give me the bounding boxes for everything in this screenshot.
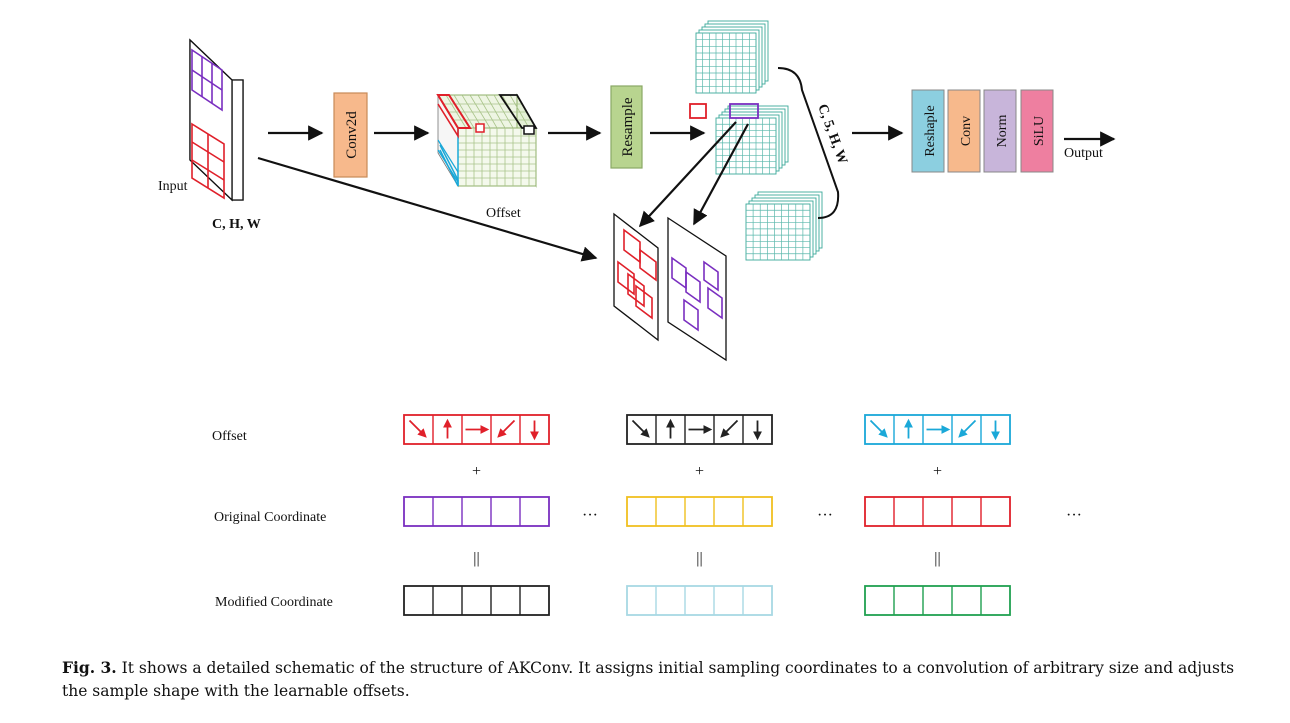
offset-vector (403, 414, 550, 445)
offset-arrow (958, 419, 977, 438)
plus-sign: + (695, 463, 704, 480)
resample-block: Resample (610, 85, 643, 169)
original-coordinate-vector (403, 496, 550, 527)
output-block-reshaple: Reshaple (911, 89, 945, 173)
table-group: + || (403, 414, 550, 616)
stack-middle (689, 103, 789, 175)
arrow-stack-to-purple-sheet (693, 123, 749, 226)
conv2d-label: Conv2d (344, 111, 360, 159)
output-block-label: SiLU (1032, 116, 1047, 146)
arrow-input-to-sampling (257, 156, 598, 262)
purple-kernel-marker (729, 103, 759, 119)
stack-dims-label: C, 5, H, W (814, 102, 850, 166)
offset-arrow (408, 419, 427, 438)
input-purple-kernel (191, 48, 223, 112)
red-kernel-marker (689, 103, 707, 119)
modified-coordinate-vector (403, 585, 550, 616)
caption-prefix: Fig. 3. (62, 658, 117, 677)
resample-label: Resample (620, 97, 636, 156)
offset-arrow (631, 419, 650, 438)
output-block-conv: Conv (947, 89, 981, 173)
modified-coordinate-vector (626, 585, 773, 616)
original-coordinate-vector (626, 496, 773, 527)
equals-sign: || (934, 550, 940, 567)
output-block-label: Norm (995, 115, 1010, 148)
ellipsis: ··· (817, 507, 833, 524)
stack-top (695, 20, 769, 94)
plus-sign: + (472, 463, 481, 480)
input-label: Input (158, 179, 188, 194)
conv2d-block: Conv2d (333, 92, 368, 178)
sampled-sheet-purple (667, 216, 727, 362)
output-block-label: Conv (959, 116, 974, 146)
plus-sign: + (933, 463, 942, 480)
offset-arrow (869, 419, 888, 438)
sampled-sheet-red (613, 212, 659, 342)
resampled-feature-stack (689, 20, 823, 261)
modified-coordinate-vector (864, 585, 1011, 616)
input-feature-map (189, 38, 244, 202)
offset-vector (626, 414, 773, 445)
offset-arrow (720, 419, 739, 438)
output-block-label: Reshaple (923, 105, 938, 156)
offset-label: Offset (486, 206, 521, 221)
arrow-stack-to-red-sheet (638, 121, 737, 228)
stack-bracket (777, 67, 840, 219)
table-group: + || (626, 414, 773, 616)
row-label-offset: Offset (212, 429, 247, 444)
stack-bottom (745, 191, 823, 261)
output-block-group: Reshaple Conv Norm SiLU (911, 89, 1054, 173)
akconv-diagram: Input C, H, W Conv2d Offset (158, 20, 1116, 616)
coordinate-table: + || + || + || ··· ··· ··· (403, 414, 1082, 616)
row-label-modified-coordinate: Modified Coordinate (215, 595, 333, 610)
offset-vector (864, 414, 1011, 445)
offset-arrow (497, 419, 516, 438)
caption-text: It shows a detailed schematic of the str… (62, 659, 1235, 700)
output-block-norm: Norm (983, 89, 1017, 173)
figure-caption: Fig. 3. It shows a detailed schematic of… (62, 656, 1242, 703)
original-coordinate-vector (864, 496, 1011, 527)
equals-sign: || (696, 550, 702, 567)
input-red-kernel (191, 122, 225, 200)
input-dims-label: C, H, W (212, 217, 261, 232)
ellipsis: ··· (582, 507, 598, 524)
output-block-silu: SiLU (1020, 89, 1054, 173)
row-label-original-coordinate: Original Coordinate (214, 510, 326, 525)
equals-sign: || (473, 550, 479, 567)
output-label: Output (1064, 146, 1103, 161)
ellipsis: ··· (1066, 507, 1082, 524)
table-group: + || (864, 414, 1011, 616)
offset-cube (436, 93, 538, 188)
